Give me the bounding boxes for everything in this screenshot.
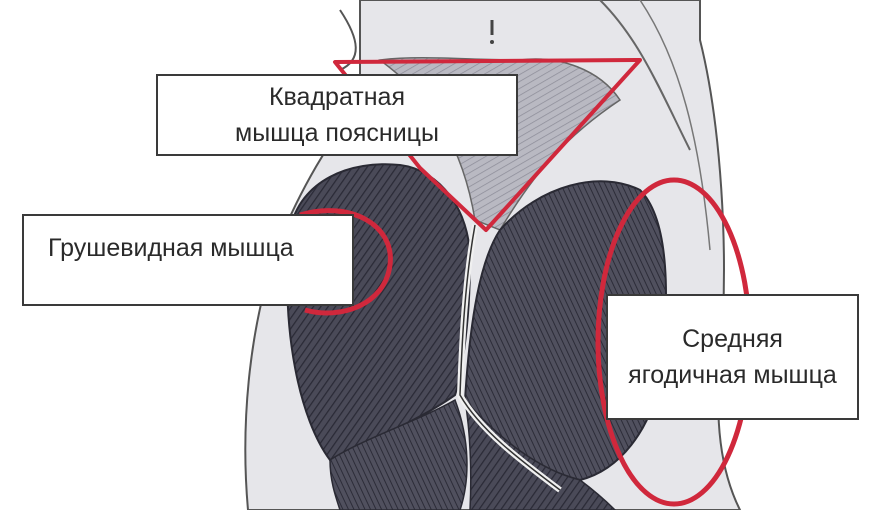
piriformis-highlight-arc (299, 208, 393, 316)
label-quadratus-line1: Квадратная (268, 83, 405, 111)
label-gluteus-line2: ягодичная мышца (628, 361, 837, 389)
gluteal-cleft (456, 224, 562, 493)
label-piriformis: Грушевидная мышца (22, 214, 354, 306)
label-piriformis-line1: Грушевидная мышца (48, 234, 294, 262)
label-gluteus-line1: Средняя (682, 325, 783, 353)
label-quadratus-line2: мышца поясницы (235, 119, 439, 147)
label-quadratus-lumborum: Квадратная мышца поясницы (156, 74, 518, 156)
thigh-muscles (329, 397, 617, 510)
label-gluteus-medius: Средняя ягодичная мышца (606, 294, 859, 420)
small-mark (490, 20, 494, 44)
